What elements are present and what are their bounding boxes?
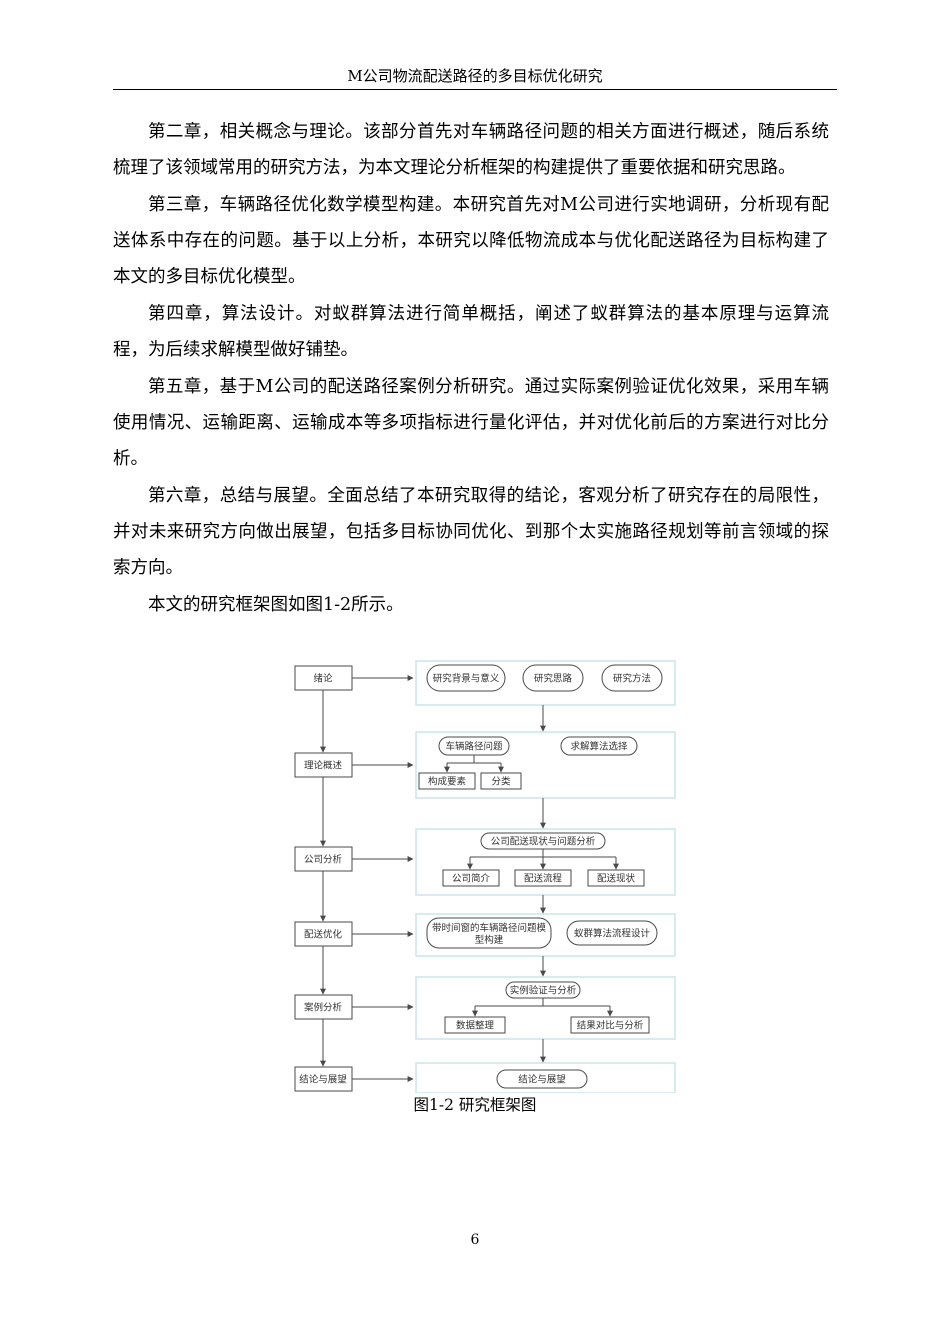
- row1-label-1: 研究背景与意义: [433, 673, 500, 685]
- row1-label-2: 研究思路: [534, 673, 573, 685]
- row2-label-vrp: 车辆路径问题: [445, 741, 503, 753]
- left-label-6: 结论与展望: [299, 1074, 347, 1086]
- figure-caption: 图1-2 研究框架图: [413, 1096, 537, 1114]
- panel-row6: [415, 1062, 676, 1093]
- row3-top: 公司配送现状与问题分析: [491, 836, 596, 848]
- page-number: 6: [470, 1232, 480, 1248]
- row3-sub-2: 配送流程: [524, 873, 563, 885]
- pill-method-idea: [522, 664, 584, 692]
- row4-left-line2: 型构建: [475, 934, 504, 946]
- row1-label-3: 研究方法: [613, 673, 651, 685]
- row3-sub-3: 配送现状: [597, 873, 636, 885]
- running-header: M公司物流配送路径的多目标优化研究: [347, 67, 603, 85]
- box-data: [444, 1016, 506, 1034]
- box-result: [570, 1016, 650, 1034]
- paragraph-chapter-2: 第二章，相关概念与理论。该部分首先对车辆路径问题的相关方面进行概述，随后系统梳理…: [113, 122, 829, 178]
- left-label-3: 公司分析: [304, 854, 343, 866]
- row2-label-algorithm: 求解算法选择: [570, 741, 628, 753]
- paragraph-figure-ref: 本文的研究框架图如图1-2所示。: [148, 595, 404, 615]
- paragraph-chapter-4: 第四章，算法设计。对蚁群算法进行简单概括，阐述了蚁群算法的基本原理与运算流程，为…: [113, 304, 829, 360]
- panel-row4: [415, 913, 676, 957]
- left-label-5: 案例分析: [304, 1002, 343, 1014]
- paragraph-chapter-6: 第六章，总结与展望。全面总结了本研究取得的结论，客观分析了研究存在的局限性，并对…: [113, 486, 829, 578]
- pill-conclusion: [496, 1069, 588, 1089]
- row2-sub-1: 构成要素: [428, 776, 467, 788]
- pill-background: [426, 664, 506, 692]
- pill-aco-design: [566, 920, 658, 946]
- paragraph-chapter-5: 第五章，基于M公司的配送路径案例分析研究。通过实际案例验证优化效果，采用车辆使用…: [113, 377, 829, 469]
- pill-algorithm-choice: [560, 736, 638, 756]
- row4-left-line1: 带时间窗的车辆路径问题模: [432, 922, 547, 934]
- row5-sub-2: 结果对比与分析: [577, 1020, 644, 1032]
- header-rule: [113, 89, 837, 90]
- row5-sub-1: 数据整理: [456, 1020, 495, 1032]
- box-elements: [418, 772, 476, 790]
- box-company-intro: [442, 869, 500, 887]
- left-label-4: 配送优化: [304, 929, 343, 941]
- left-label-2: 理论概述: [304, 760, 343, 772]
- body-text: 第二章，相关概念与理论。该部分首先对车辆路径问题的相关方面进行概述，随后系统梳理…: [113, 114, 829, 624]
- panel-row2: [415, 731, 676, 799]
- pill-method: [601, 664, 663, 692]
- row5-top: 实例验证与分析: [510, 985, 577, 997]
- row3-sub-1: 公司简介: [452, 873, 491, 885]
- panel-row3: [415, 828, 676, 896]
- row6-top: 结论与展望: [518, 1074, 566, 1086]
- row4-right: 蚁群算法流程设计: [574, 928, 651, 940]
- pill-model: [426, 917, 552, 949]
- flowchart: 绪论 理论概述 公司分析 配送优化 案例分析 结论与展望 研究背景与意义 研究思…: [294, 660, 676, 1093]
- paragraph-chapter-3: 第三章，车辆路径优化数学模型构建。本研究首先对M公司进行实地调研，分析现有配送体…: [113, 195, 829, 287]
- panel-row5: [415, 976, 676, 1040]
- box-category: [480, 772, 522, 790]
- panel-row1: [415, 660, 676, 706]
- box-status: [587, 869, 645, 887]
- box-process: [514, 869, 572, 887]
- research-framework-figure: 绪论 理论概述 公司分析 配送优化 案例分析 结论与展望 研究背景与意义 研究思…: [287, 655, 677, 1093]
- left-label-1: 绪论: [313, 673, 333, 685]
- row2-sub-2: 分类: [491, 776, 511, 788]
